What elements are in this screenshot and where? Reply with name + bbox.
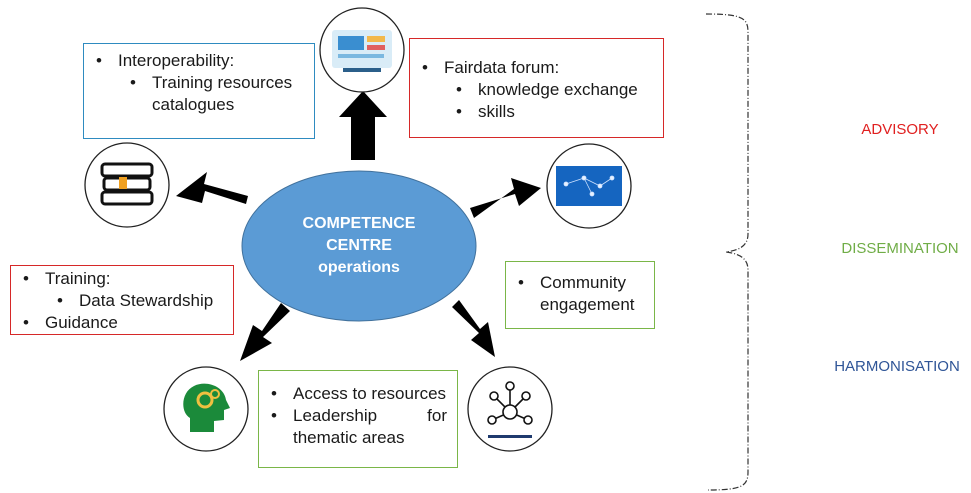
dissemination-label: DISSEMINATION — [841, 240, 959, 257]
leadership-word: Leadership — [293, 406, 378, 425]
training-item: Training: — [21, 268, 223, 290]
arrow-down-right — [452, 300, 495, 357]
arrow-up-right — [470, 178, 541, 218]
training-resources-item: Training resources — [94, 72, 304, 94]
right-brace — [705, 13, 749, 491]
guidance-item: Guidance — [21, 312, 223, 334]
for-word: for — [427, 406, 447, 425]
head-gears-icon — [163, 366, 249, 452]
training-resources-item-cont: catalogues — [152, 95, 235, 114]
access-item: Access to resources — [269, 383, 447, 405]
data-stewardship-item: Data Stewardship — [21, 290, 223, 312]
book-stack-icon — [84, 142, 170, 228]
arrow-up — [339, 91, 387, 160]
center-label: COMPETENCE CENTRE operations — [244, 172, 474, 320]
center-line1: COMPETENCE — [302, 215, 416, 232]
community-item: Community — [516, 272, 644, 294]
harmonisation-label: HARMONISATION — [834, 358, 960, 375]
skills-item: skills — [420, 101, 653, 123]
leadership-item: Leadership for — [269, 405, 447, 427]
interoperability-item: Interoperability: — [94, 50, 304, 72]
advisory-label: ADVISORY — [861, 121, 939, 138]
network-map-icon — [546, 143, 632, 229]
center-line3: operations — [318, 259, 400, 276]
interoperability-box: Interoperability: Training resources cat… — [83, 43, 315, 139]
network-nodes-icon — [467, 366, 553, 452]
fairdata-item: Fairdata forum: — [420, 57, 653, 79]
arrow-up-left — [176, 172, 248, 204]
center-line2: CENTRE — [326, 237, 392, 254]
training-box: Training: Data Stewardship Guidance — [10, 265, 234, 335]
community-item-cont: engagement — [540, 295, 635, 314]
fairdata-box: Fairdata forum: knowledge exchange skill… — [409, 38, 664, 138]
thematic-areas: thematic areas — [293, 428, 405, 447]
community-box: Community engagement — [505, 261, 655, 329]
center-ellipse — [241, 170, 477, 322]
computer-dashboard-icon — [319, 7, 405, 93]
knowledge-exchange-item: knowledge exchange — [420, 79, 653, 101]
arrow-down-left — [240, 303, 290, 361]
access-box: Access to resources Leadership for thema… — [258, 370, 458, 468]
